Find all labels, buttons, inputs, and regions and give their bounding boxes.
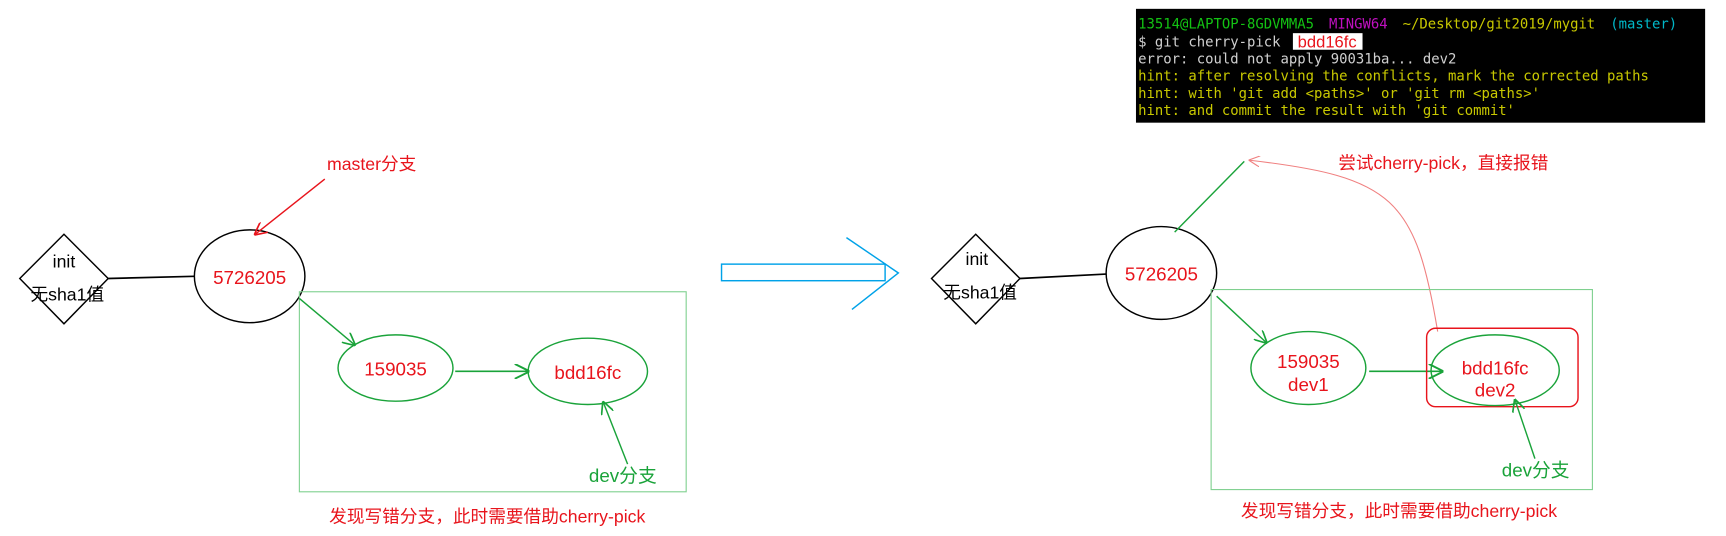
commit-node-master [193,229,306,324]
master-pointer-arrow [255,178,326,234]
edge-arrow [1216,295,1267,342]
dev-branch-label: dev分支 [1502,459,1570,480]
commit-label: bdd16fc [1462,358,1529,379]
init-label: init [966,249,989,269]
terminal-command-arg: bdd16fc [1298,33,1357,52]
conflict-highlight [1425,327,1579,408]
highlight-box [1292,33,1363,50]
left-diagram: init 无sha1值 5726205 master分支 159035 bdd1… [18,154,687,527]
terminal-branch: (master) [1610,17,1677,33]
terminal-line: error: could not apply 90031ba... dev2 [1138,52,1456,68]
init-sub-label: 无sha1值 [30,285,104,305]
init-sub-label: 无sha1值 [943,282,1017,302]
right-diagram: init 无sha1值 5726205 尝试cherry-pick，直接报错 1… [930,153,1593,521]
terminal-line: hint: with 'git add <paths>' or 'git rm … [1138,86,1540,102]
attempt-label: 尝试cherry-pick，直接报错 [1338,153,1548,173]
cherry-pick-attempt-arrow [1250,160,1439,332]
commit-label: bdd16fc [554,362,621,383]
commit-label: 5726205 [213,267,286,288]
caption: 发现写错分支，此时需要借助cherry-pick [1241,501,1557,521]
dev-branch-label: dev分支 [589,465,657,486]
terminal-env: MINGW64 [1329,17,1388,33]
terminal-line: hint: and commit the result with 'git co… [1138,103,1515,119]
commit-node-master [1105,225,1218,321]
terminal-path: ~/Desktop/git2019/mygit [1403,17,1596,33]
caption: 发现写错分支，此时需要借助cherry-pick [329,507,645,527]
master-branch-label: master分支 [327,154,417,174]
commit-label: 5726205 [1125,264,1198,285]
terminal-window: 13514@LAPTOP-8GDVMMA5 MINGW64 ~/Desktop/… [1135,8,1706,123]
init-node [18,233,110,325]
cherry-pick-edge [1174,160,1245,233]
svg-text:13514@LAPTOP-8GDVMMA5 MI: 13514@LAPTOP-8GDVMMA5 MINGW64 ~/Desktop/… [1138,17,1677,33]
init-node [930,233,1021,325]
transition-arrow [720,237,900,311]
dev-pointer-arrow [603,402,629,465]
commit-label: 159035 [1277,351,1340,372]
dev-branch-box [1210,288,1593,491]
commit-message: dev1 [1288,374,1329,395]
commit-label: 159035 [364,359,427,380]
dev-branch-box [298,291,687,493]
terminal-line: hint: after resolving the conflicts, mar… [1138,69,1649,85]
commit-node [1250,330,1367,406]
commit-node [527,337,649,406]
edge [108,275,195,280]
edge-arrow [298,297,354,344]
dev-pointer-arrow [1515,400,1536,459]
commit-node [1430,334,1560,407]
commit-node [337,334,454,402]
terminal-command: $ git cherry-pick [1138,34,1281,50]
init-label: init [53,251,76,271]
edge [1019,273,1107,280]
terminal-user: 13514@LAPTOP-8GDVMMA5 [1138,17,1314,33]
commit-message: dev2 [1475,380,1516,401]
